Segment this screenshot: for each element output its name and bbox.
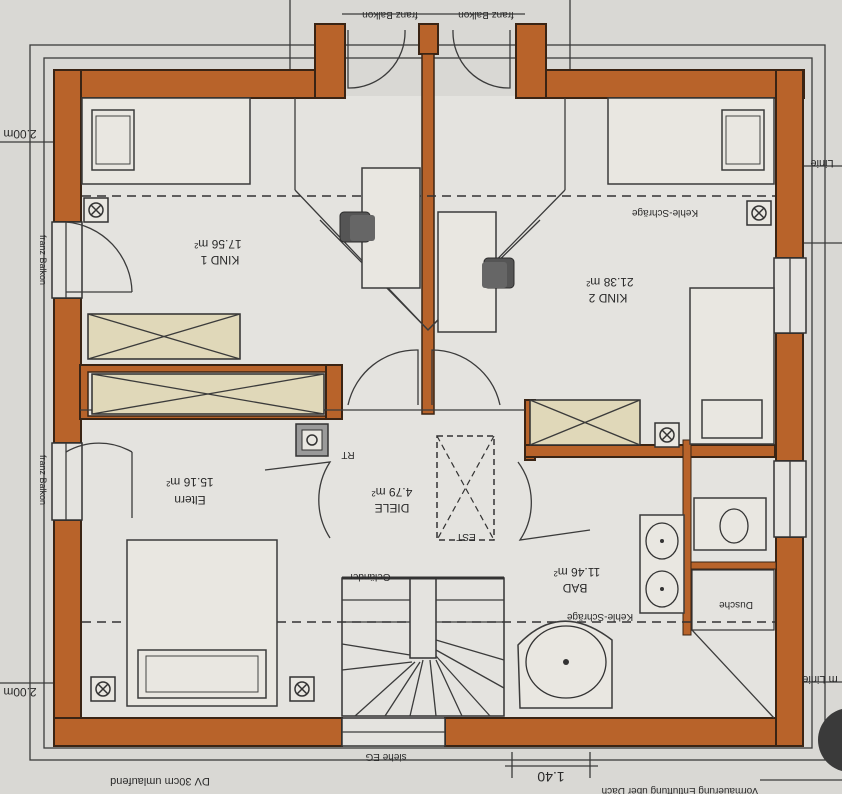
doors	[51, 29, 591, 541]
exterior-walls	[53, 23, 805, 747]
right-label-top: Linie	[810, 157, 833, 169]
siehe-eg-label: siehe EG	[365, 751, 406, 762]
room-area-diele: 4.79 m²	[372, 485, 413, 499]
kehle-label-bottom: Kehle-Schräge	[566, 611, 633, 622]
room-area-kind2: 21.38 m²	[586, 275, 633, 289]
shower	[691, 569, 775, 631]
dim-left-bottom: 2.00m	[3, 685, 36, 699]
dv-label: DV 30cm umlaufend	[110, 775, 210, 787]
bed-eltern	[126, 539, 278, 707]
top-balkon-label-left: franz Balkon	[362, 9, 418, 20]
est-label: EST	[456, 531, 475, 542]
skylight	[436, 435, 495, 541]
room-name-eltern: Eltern	[174, 493, 205, 507]
kehle-label-top: Kehle-Schräge	[631, 207, 698, 218]
right-label-bottom: m Linie	[802, 673, 837, 685]
room-name-bad: BAD	[562, 581, 587, 595]
bed-kind2-side	[689, 287, 775, 445]
dim-left-top: 2.00m	[3, 127, 36, 141]
room-area-eltern: 15.16 m²	[166, 475, 213, 489]
corner-badge	[818, 709, 842, 771]
room-name-kind2: KIND 2	[588, 291, 627, 305]
room-name-diele: DIELE	[375, 501, 410, 515]
labels: franz Balkon franz Balkon franz Balkon f…	[3, 9, 837, 794]
gelaender-label: Geländer	[349, 571, 391, 582]
wardrobes	[87, 313, 641, 446]
bathtub	[517, 620, 613, 709]
left-balkon-label-bottom: franz Balkon	[38, 455, 48, 505]
top-balkon-label-right: franz Balkon	[458, 9, 514, 20]
dusche-label: Dusche	[719, 599, 753, 610]
windows	[341, 257, 807, 747]
room-area-kind1: 17.56 m²	[194, 237, 241, 251]
left-balkon-label-top: franz Balkon	[38, 235, 48, 285]
dim-bottom: 1.40	[537, 769, 564, 785]
staircase	[341, 576, 505, 717]
double-sink	[639, 514, 685, 614]
toilet	[693, 497, 767, 551]
room-name-kind1: KIND 1	[200, 253, 239, 267]
room-area-bad: 11.46 m²	[554, 565, 600, 579]
desks	[339, 167, 515, 333]
bed-kind1	[81, 97, 251, 185]
radiator-icon	[295, 423, 329, 457]
vent-icons	[83, 197, 772, 702]
bed-kind2	[607, 97, 775, 185]
vormauerung-label: Vormauerung Entlüftung über Dach	[602, 785, 759, 794]
rt-label: RT	[341, 449, 354, 460]
bathroom-fixtures	[517, 497, 775, 719]
